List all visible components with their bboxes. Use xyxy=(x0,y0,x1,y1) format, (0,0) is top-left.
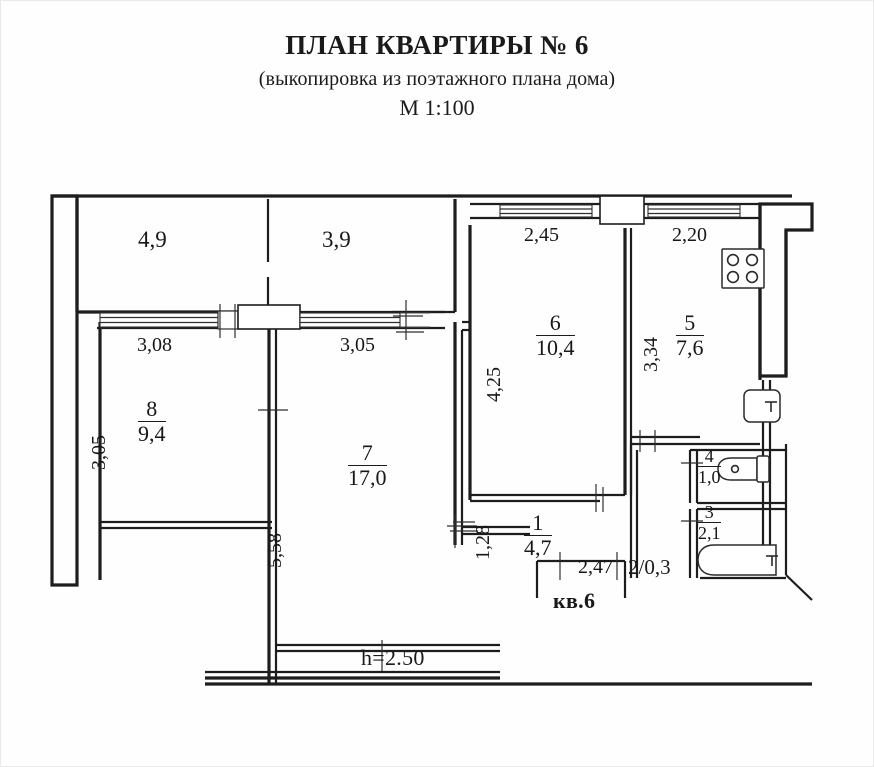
dimension-ticks-top xyxy=(219,300,424,340)
room-7-area: 17,0 xyxy=(348,465,387,491)
dim-2-20: 2,20 xyxy=(672,224,707,246)
room-4-walls xyxy=(681,448,786,511)
window-room-5 xyxy=(647,204,741,218)
ceiling-height-label: h=2.50 xyxy=(361,645,425,670)
dim-5-58: 5,58 xyxy=(264,533,286,568)
room-7-walls xyxy=(447,322,477,545)
room-8-walls xyxy=(98,328,288,522)
dim-3-05-left: 3,05 xyxy=(88,435,110,470)
balcony-left-area: 4,9 xyxy=(138,227,167,252)
page-title: ПЛАН КВАРТИРЫ № 6 xyxy=(285,30,589,60)
room-8-area: 9,4 xyxy=(138,421,166,447)
dim-3-08: 3,08 xyxy=(137,334,172,356)
stove-icon xyxy=(721,248,765,289)
room-1-walls xyxy=(276,514,530,672)
room-tag-8: 8 9,4 xyxy=(138,397,166,447)
room-2-walls xyxy=(535,552,627,598)
entry-pier-center xyxy=(237,304,301,330)
balcony-left-strip xyxy=(50,194,79,587)
room-3-area: 2,1 xyxy=(698,523,721,544)
room-3-number: 3 xyxy=(698,503,721,524)
room-4-number: 4 xyxy=(698,447,721,468)
room-tag-4: 4 1,0 xyxy=(698,447,721,487)
dim-3-34: 3,34 xyxy=(640,337,662,372)
room-4-area: 1,0 xyxy=(698,467,721,488)
page-subtitle: (выкопировка из поэтажного плана дома) xyxy=(258,67,616,90)
room-7-number: 7 xyxy=(348,441,387,467)
room-tag-3: 3 2,1 xyxy=(698,503,721,543)
wall-pier-kitchen xyxy=(599,195,645,225)
room-tag-1: 1 4,7 xyxy=(524,511,552,561)
window-band-left xyxy=(97,304,445,330)
title-block: ПЛАН КВАРТИРЫ № 6 (выкопировка из поэтаж… xyxy=(0,28,874,122)
dim-2-47: 2,47 xyxy=(578,556,613,578)
room-tag-5: 5 7,6 xyxy=(676,311,704,361)
entrance-door xyxy=(700,574,813,601)
room-2-label: 2/0,3 xyxy=(628,555,671,579)
dim-3-05-top: 3,05 xyxy=(340,334,375,356)
room-tag-6: 6 10,4 xyxy=(536,311,575,361)
window-room-6 xyxy=(499,204,593,218)
toilet-icon xyxy=(717,455,770,483)
bathtub-icon xyxy=(697,544,778,576)
window-right xyxy=(299,312,401,328)
room-3-walls xyxy=(629,444,703,578)
room-6-number: 6 xyxy=(536,311,575,337)
misc-ticks xyxy=(453,430,641,523)
room-6-area: 10,4 xyxy=(536,335,575,361)
apartment-label: кв.6 xyxy=(553,588,596,613)
room-1-number: 1 xyxy=(524,511,552,537)
room-8-number: 8 xyxy=(138,397,166,423)
dim-4-25: 4,25 xyxy=(483,367,505,402)
window-left xyxy=(99,312,219,328)
sink-icon xyxy=(743,389,781,423)
scale-label: М 1:100 xyxy=(399,95,475,121)
balcony-right-area: 3,9 xyxy=(322,227,351,252)
dim-1-28: 1,28 xyxy=(472,525,494,560)
dim-2-45: 2,45 xyxy=(524,224,559,246)
room-5-area: 7,6 xyxy=(676,335,704,361)
room-5-number: 5 xyxy=(676,311,704,337)
room-tag-7: 7 17,0 xyxy=(348,441,387,491)
room-1-area: 4,7 xyxy=(524,535,552,561)
